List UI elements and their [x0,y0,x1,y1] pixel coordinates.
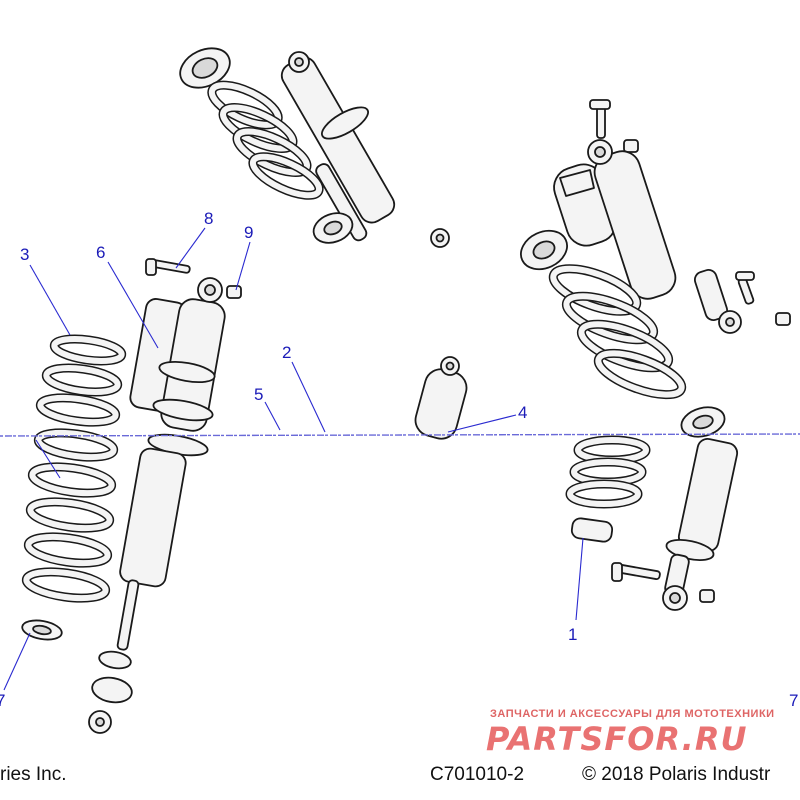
coil-spring-upper-right [548,264,687,400]
mounting-bolt-8 [145,258,191,276]
callout-1: 1 [568,625,577,644]
mounting-bolt-upper-right [589,99,611,139]
spring-retainer-upper-right [680,406,726,438]
small-shock-4 [414,356,468,440]
shock-absorber-upper [280,51,450,248]
leader-6 [107,261,159,349]
upper-right-shock-assembly [520,99,791,438]
spring-seat-top [179,47,231,89]
leader-2 [291,361,326,433]
upper-center-shock-assembly [179,47,450,248]
leader-3 [29,264,71,336]
callout-6: 6 [96,243,105,262]
leader-4 [447,414,517,433]
footer-copyright-right: © 2018 Polaris Industr [582,764,771,785]
callout-7-right: 7 [789,691,798,710]
watermark-brand: PARTSFOR.RU [486,720,747,758]
leader-8 [175,227,206,269]
callout-7-left: 7 [0,691,5,710]
spring-retainer-upper [312,212,354,244]
callout-2: 2 [282,343,291,362]
shock-absorber-lower-right [662,438,739,611]
main-shock-absorber-left [88,277,226,734]
lower-right-shock-assembly [565,435,739,611]
nut-lower-right [699,589,715,603]
callout-4: 4 [518,403,527,422]
bolt-right-side [735,271,755,305]
leader-9 [235,241,251,291]
spring-seat-upper-right [520,229,568,271]
shock-reservoir-upper-right [553,139,677,300]
callout-3: 3 [20,245,29,264]
leader-lines [3,227,584,691]
bolt-lower-right [611,562,661,582]
lock-nut-9 [226,285,242,299]
footer: ries Inc. C701010-2 © 2018 Polaris Indus… [0,764,771,785]
nut-right-side [775,312,791,326]
shock-lower-end-upper-right [693,269,742,334]
leader-5 [264,401,281,431]
footer-copyright-left: ries Inc. [0,764,67,785]
footer-diagram-code: C701010-2 [430,764,524,785]
leader-3b [35,439,61,479]
spring-seat-lower-left [21,619,63,641]
coil-spring-left [21,334,127,603]
leader-7 [3,632,31,691]
watermark: ЗАПЧАСТИ И АКСЕССУАРЫ ДЛЯ МОТОТЕХНИКИ PA… [486,708,775,758]
scan-artifact-line [0,433,800,437]
nut-upper-right [623,139,639,153]
callout-8: 8 [204,209,213,228]
spring-seat-lower-right [570,517,614,543]
callout-labels: 1 2 3 4 5 6 7 7 8 9 [0,209,798,710]
callout-9: 9 [244,223,253,242]
coil-spring-lower-right [565,435,651,509]
watermark-tagline: ЗАПЧАСТИ И АКСЕССУАРЫ ДЛЯ МОТОТЕХНИКИ [490,708,775,720]
coil-spring-upper [207,80,324,200]
leader-1 [575,537,584,621]
callout-5: 5 [254,385,263,404]
